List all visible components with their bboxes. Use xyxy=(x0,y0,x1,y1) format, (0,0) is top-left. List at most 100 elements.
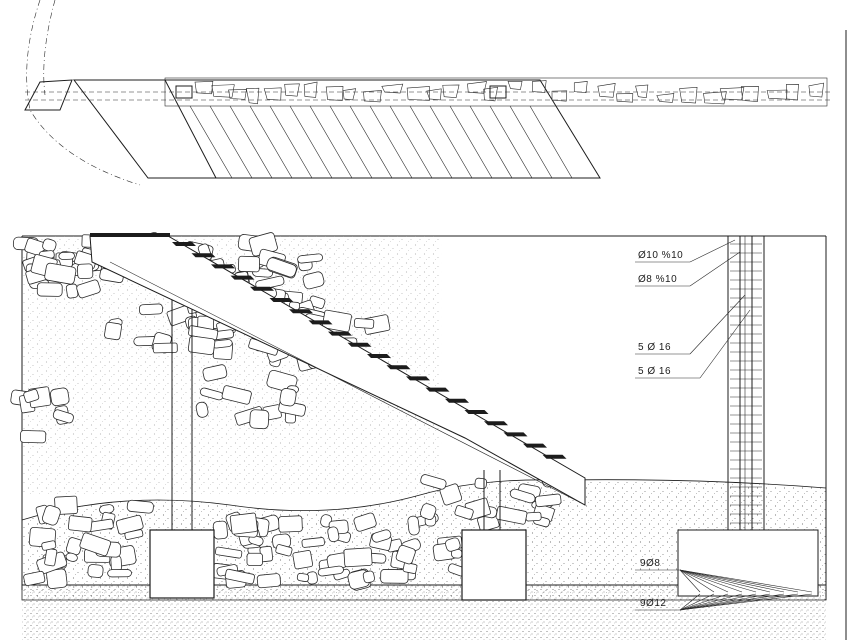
stair-tread xyxy=(406,376,430,381)
plan-column-1 xyxy=(175,85,193,99)
masonry-stone xyxy=(353,318,375,329)
plan-curve-inner xyxy=(43,0,56,96)
masonry-stone xyxy=(58,251,75,260)
plan-step-line xyxy=(249,105,293,179)
plan-wall-stone xyxy=(442,84,460,98)
stair-treads xyxy=(172,242,567,459)
top-landing xyxy=(90,233,170,237)
plan-wall-stone xyxy=(719,87,745,101)
masonry-stone xyxy=(36,282,63,297)
masonry-stone xyxy=(439,483,463,506)
masonry-stone xyxy=(327,526,340,543)
masonry-stone xyxy=(152,342,178,354)
plan-wall-stone xyxy=(263,87,282,101)
masonry-stone xyxy=(124,529,144,540)
plan-step-line xyxy=(429,105,473,179)
plan-wall-stone xyxy=(656,93,675,103)
plan-wall-stone xyxy=(342,88,357,101)
plan-step-line xyxy=(329,105,373,179)
masonry-stone xyxy=(535,493,562,508)
section-view: Ø10 %10 Ø8 %10 5 Ø 16 5 Ø 16 9Ø8 9Ø12 xyxy=(10,30,847,640)
masonry-stone xyxy=(221,385,252,405)
plan-step-line xyxy=(349,105,393,179)
stair-tread xyxy=(425,387,450,392)
masonry-stone xyxy=(54,495,78,515)
masonry-stone xyxy=(23,570,46,586)
footing-rebar-fan xyxy=(679,569,813,611)
footing-bar-lower xyxy=(679,593,771,611)
footing-bar-upper xyxy=(679,569,799,593)
plan-step-line xyxy=(269,105,313,179)
plan-column-2 xyxy=(489,85,507,99)
rebar-label-4: 5 Ø 16 xyxy=(638,366,671,377)
stair-tread xyxy=(211,264,235,269)
plan-wall-stone xyxy=(551,90,568,102)
plan-step-line xyxy=(469,105,513,179)
masonry-stone xyxy=(353,512,377,532)
masonry-stone xyxy=(248,534,264,546)
masonry-stone xyxy=(52,409,74,424)
plan-wall-stone xyxy=(303,81,318,98)
plan-view xyxy=(24,0,830,186)
plan-wall-stones xyxy=(194,80,825,105)
plan-wall-stone xyxy=(703,91,727,105)
stair-tread xyxy=(172,242,196,246)
footing-bar-lower xyxy=(679,593,729,611)
stair-soffit-line xyxy=(109,261,586,506)
stair-tread xyxy=(308,320,333,325)
plan-step-line xyxy=(409,105,453,179)
rebar-label-3: 5 Ø 16 xyxy=(638,342,671,353)
masonry-stone xyxy=(278,515,303,533)
stair-tread xyxy=(523,443,547,448)
footing-bar-upper xyxy=(679,569,757,593)
footing-bar-upper xyxy=(679,569,785,593)
masonry-stone xyxy=(407,515,420,536)
masonry-stone xyxy=(509,488,536,504)
plan-step-line xyxy=(209,105,253,179)
plan-wall-stone xyxy=(211,84,235,98)
stair-tread xyxy=(445,398,469,403)
footing-bar-upper xyxy=(679,569,729,593)
plan-step-line xyxy=(189,105,233,179)
masonry-stone xyxy=(495,505,528,525)
masonry-stone xyxy=(187,335,216,356)
masonry-stone xyxy=(420,474,447,490)
stair-tread xyxy=(269,298,294,302)
plan-step-line xyxy=(449,105,493,179)
plan-wall-stone xyxy=(532,80,547,93)
plan-landing xyxy=(72,79,217,179)
rebar-label-6: 9Ø12 xyxy=(640,598,666,609)
masonry-stone xyxy=(44,262,77,285)
masonry-stone xyxy=(371,529,392,543)
masonry-stone xyxy=(104,321,122,341)
masonry-stone xyxy=(292,550,314,570)
masonry-stone xyxy=(79,532,112,557)
masonry-stone xyxy=(362,570,375,584)
masonry-stone xyxy=(41,540,57,551)
masonry-stone xyxy=(395,544,416,565)
rebar-label-5: 9Ø8 xyxy=(640,558,660,569)
masonry-stone xyxy=(238,255,261,273)
plan-steps xyxy=(189,105,573,179)
masonry-stone xyxy=(266,257,297,278)
column-footing xyxy=(677,529,819,597)
plan-step-line xyxy=(369,105,413,179)
rebar-label-2: Ø8 %10 xyxy=(638,274,677,285)
stair-tread xyxy=(328,331,352,336)
plan-wall-stone xyxy=(740,86,759,102)
masonry-stone xyxy=(296,572,310,582)
masonry-stone xyxy=(229,512,258,535)
plan-step-line xyxy=(309,105,353,179)
footing-bar-upper xyxy=(679,569,715,593)
masonry-stone xyxy=(65,283,79,299)
masonry-stone xyxy=(195,401,209,418)
plan-wall-stone xyxy=(325,86,344,101)
masonry-stone xyxy=(302,271,325,290)
reinforced-column xyxy=(677,235,819,611)
foundation-block-1 xyxy=(149,529,215,599)
stair-tread xyxy=(230,275,255,280)
masonry-stone xyxy=(77,263,94,280)
masonry-stone xyxy=(317,565,344,577)
footing-bar-upper xyxy=(679,569,701,593)
